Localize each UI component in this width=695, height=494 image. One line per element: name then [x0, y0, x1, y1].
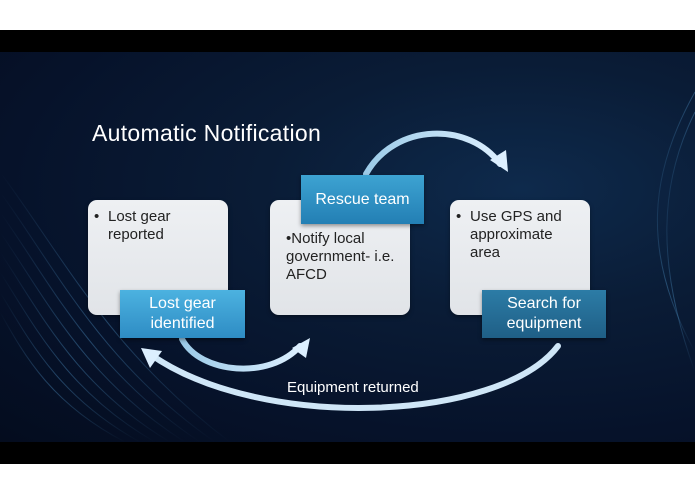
label-rescue-team: Rescue team — [301, 175, 424, 224]
card-text: •Notify local government- i.e. AFCD — [286, 230, 395, 283]
card-bullet: • — [456, 208, 462, 225]
arrow-top-head — [490, 150, 508, 172]
label-lost-gear-identified: Lost gear identified — [120, 290, 245, 338]
card-bullet: • — [94, 208, 100, 225]
background-swirl — [0, 91, 695, 442]
top-letterbox-bar — [0, 30, 695, 52]
card-text: Use GPS and approximate area — [470, 208, 562, 261]
flow-arrows — [141, 130, 561, 411]
card-text: Lost gear reported — [108, 208, 171, 243]
arrow-return-arc — [147, 343, 561, 411]
label-search-for-equipment: Search for equipment — [482, 290, 606, 338]
arrow-small-head — [292, 338, 310, 358]
label-equipment-returned: Equipment returned — [287, 379, 419, 396]
arrow-small-arc — [179, 336, 303, 372]
slide: Automatic Notification • Lost gear repor… — [0, 52, 695, 442]
arrow-return-head — [141, 348, 162, 368]
bottom-letterbox-bar — [0, 442, 695, 464]
slide-title: Automatic Notification — [92, 120, 322, 146]
arrow-top-arc — [363, 130, 503, 177]
